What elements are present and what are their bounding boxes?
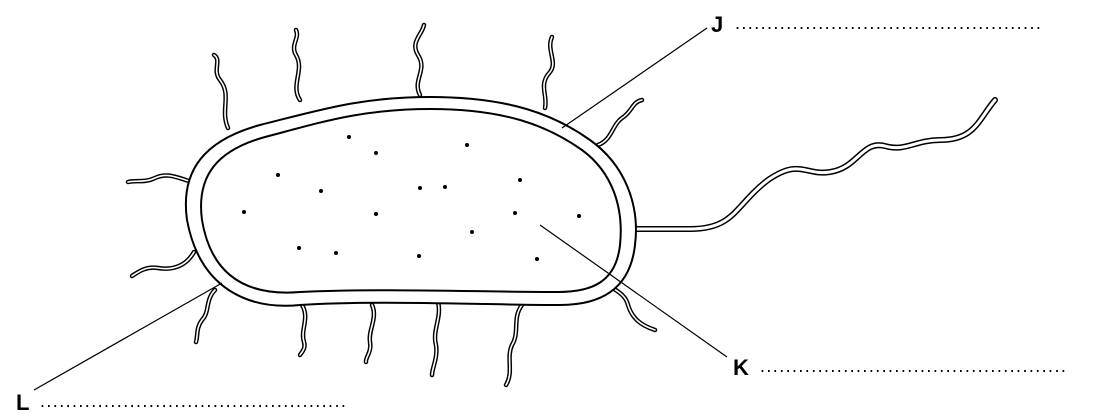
ribosome-dot <box>347 135 351 139</box>
label-l: L <box>16 392 29 414</box>
ribosome-dot <box>417 254 421 258</box>
answer-line-j[interactable]: ........................................… <box>735 14 1042 32</box>
ribosome-dot <box>319 189 323 193</box>
ribosome-dot <box>242 210 246 214</box>
flagellum <box>626 100 995 236</box>
ribosome-dot <box>470 230 474 234</box>
ribosome-dot <box>577 214 581 218</box>
leader-line-j <box>562 28 707 128</box>
label-k: K <box>733 357 749 379</box>
ribosome-dot <box>513 211 517 215</box>
label-j: J <box>711 14 723 36</box>
answer-line-l[interactable]: ........................................… <box>40 392 347 410</box>
ribosome-dot <box>443 185 447 189</box>
ribosome-dot <box>465 143 469 147</box>
ribosome-dot <box>535 257 539 261</box>
leader-line-l <box>34 283 222 390</box>
cell-membrane <box>201 109 621 293</box>
ribosome-dot <box>374 212 378 216</box>
ribosome-dot <box>276 173 280 177</box>
ribosome-dot <box>334 251 338 255</box>
ribosome-dot <box>297 246 301 250</box>
answer-line-k[interactable]: ........................................… <box>760 357 1067 375</box>
ribosome-dot <box>418 186 422 190</box>
ribosome-dot <box>374 151 378 155</box>
ribosome-dot <box>518 178 522 182</box>
